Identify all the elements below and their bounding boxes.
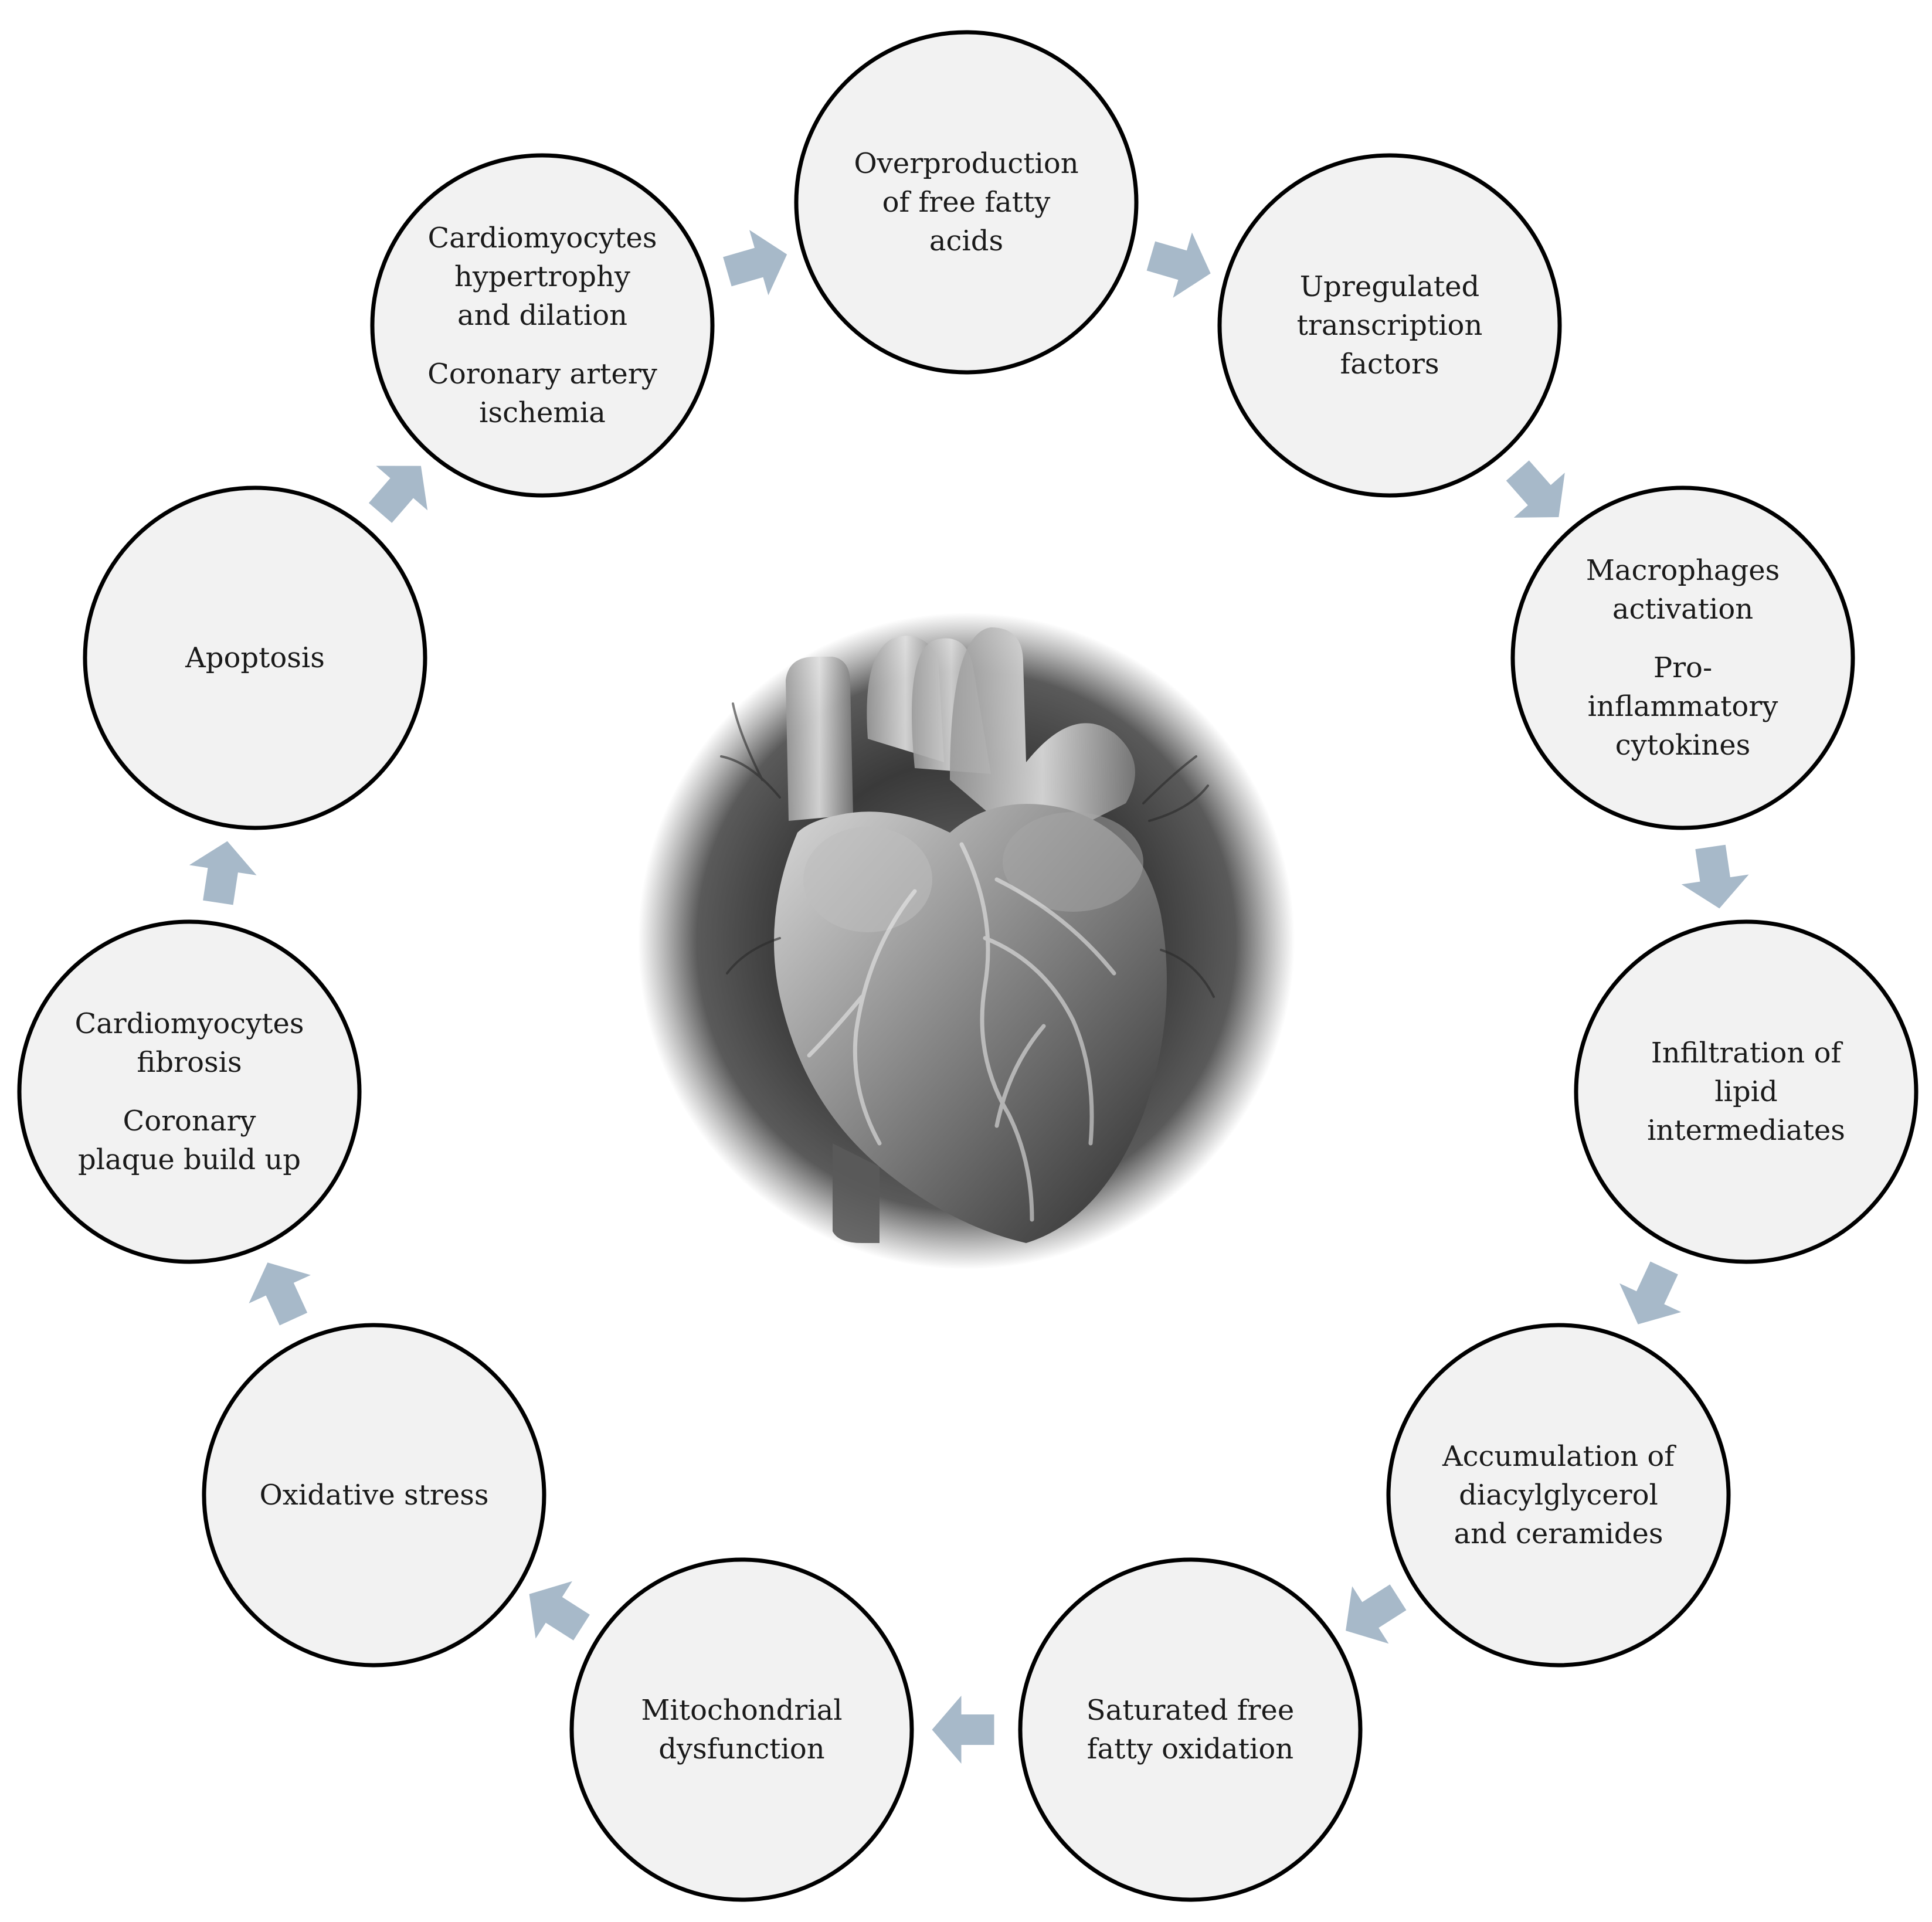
node-accumulation: Accumulation of diacylglycerol and ceramid… <box>1386 1323 1731 1668</box>
node-circle <box>1510 485 1855 830</box>
node-circle <box>83 485 427 830</box>
node-label-line: dysfunction <box>658 1733 824 1765</box>
node-label-line: Accumulation of <box>1442 1440 1676 1473</box>
node-label-line: fatty oxidation <box>1087 1733 1293 1765</box>
node-label-line: fibrosis <box>137 1046 242 1079</box>
node-label-line: Cardiomyocytes <box>427 222 657 254</box>
node-apoptosis: Apoptosis <box>83 485 427 830</box>
node-label-line: inflammatory <box>1588 690 1778 723</box>
node-label-line: transcription <box>1297 309 1483 342</box>
node-circle <box>1574 919 1919 1264</box>
node-label-line: and dilation <box>457 299 627 332</box>
flow-arrow-icon <box>249 1262 311 1326</box>
node-label-line: activation <box>1612 593 1753 626</box>
node-circle <box>202 1323 546 1668</box>
node-label-line: lipid <box>1714 1075 1778 1108</box>
flow-arrow-icon <box>529 1581 590 1641</box>
node-label-line: Pro- <box>1653 651 1712 684</box>
node-label-line: Cardiomyocytes <box>74 1007 304 1040</box>
node-label-line: ischemia <box>479 396 606 429</box>
node-label-line: Apoptosis <box>185 641 325 674</box>
node-circle <box>569 1557 914 1902</box>
node-label-line: Overproduction <box>854 147 1078 180</box>
heart-illustration <box>638 613 1295 1269</box>
node-saturated: Saturated free fatty oxidation <box>1018 1557 1363 1902</box>
node-label-line: Upregulated <box>1300 270 1480 303</box>
node-circle <box>370 153 715 498</box>
flow-arrow-icon <box>1346 1584 1407 1644</box>
flow-arrow-icon <box>1146 232 1211 298</box>
node-hypertrophy: Cardiomyocytes hypertrophy and dilationCor… <box>370 153 715 498</box>
node-label-line: acids <box>929 225 1003 257</box>
node-label-line: factors <box>1340 348 1439 381</box>
node-label-line: diacylglycerol <box>1459 1479 1658 1512</box>
flow-arrow-icon <box>1681 844 1749 909</box>
node-label-line: Infiltration of <box>1651 1037 1843 1069</box>
node-label-line: Coronary artery <box>427 358 657 390</box>
flow-arrow-icon <box>368 466 428 523</box>
node-label-line: Saturated free <box>1086 1694 1294 1727</box>
node-overproduction: Overproduction of free fatty acids <box>794 30 1139 375</box>
flow-arrow-icon <box>723 230 787 296</box>
node-circle <box>794 30 1139 375</box>
node-label-line: plaque build up <box>78 1143 301 1176</box>
flow-arrow-icon <box>189 841 257 905</box>
flow-arrows <box>189 230 1749 1764</box>
flow-arrow-icon <box>1619 1261 1682 1325</box>
node-label-line: Macrophages <box>1586 554 1780 587</box>
node-label-line: Oxidative stress <box>259 1479 488 1512</box>
node-label-line: intermediates <box>1647 1114 1845 1147</box>
node-label-line: Mitochondrial <box>641 1694 842 1727</box>
flow-arrow-icon <box>932 1696 994 1764</box>
flow-arrow-icon <box>1506 460 1565 518</box>
node-oxidative: Oxidative stress <box>202 1323 546 1668</box>
node-label-line: cytokines <box>1615 729 1751 762</box>
node-circle <box>1018 1557 1363 1902</box>
node-label-line: Coronary <box>123 1105 256 1137</box>
node-label-line: hypertrophy <box>454 260 630 293</box>
node-circle <box>1217 153 1562 498</box>
node-circle <box>1386 1323 1731 1668</box>
node-label-line: and ceramides <box>1454 1517 1663 1550</box>
node-transcription: Upregulated transcription factors <box>1217 153 1562 498</box>
node-infiltration: Infiltration of lipid intermediates <box>1574 919 1919 1264</box>
node-circle <box>17 919 362 1264</box>
node-label-line: of free fatty <box>882 186 1051 219</box>
node-mitochondrial: Mitochondrial dysfunction <box>569 1557 914 1902</box>
